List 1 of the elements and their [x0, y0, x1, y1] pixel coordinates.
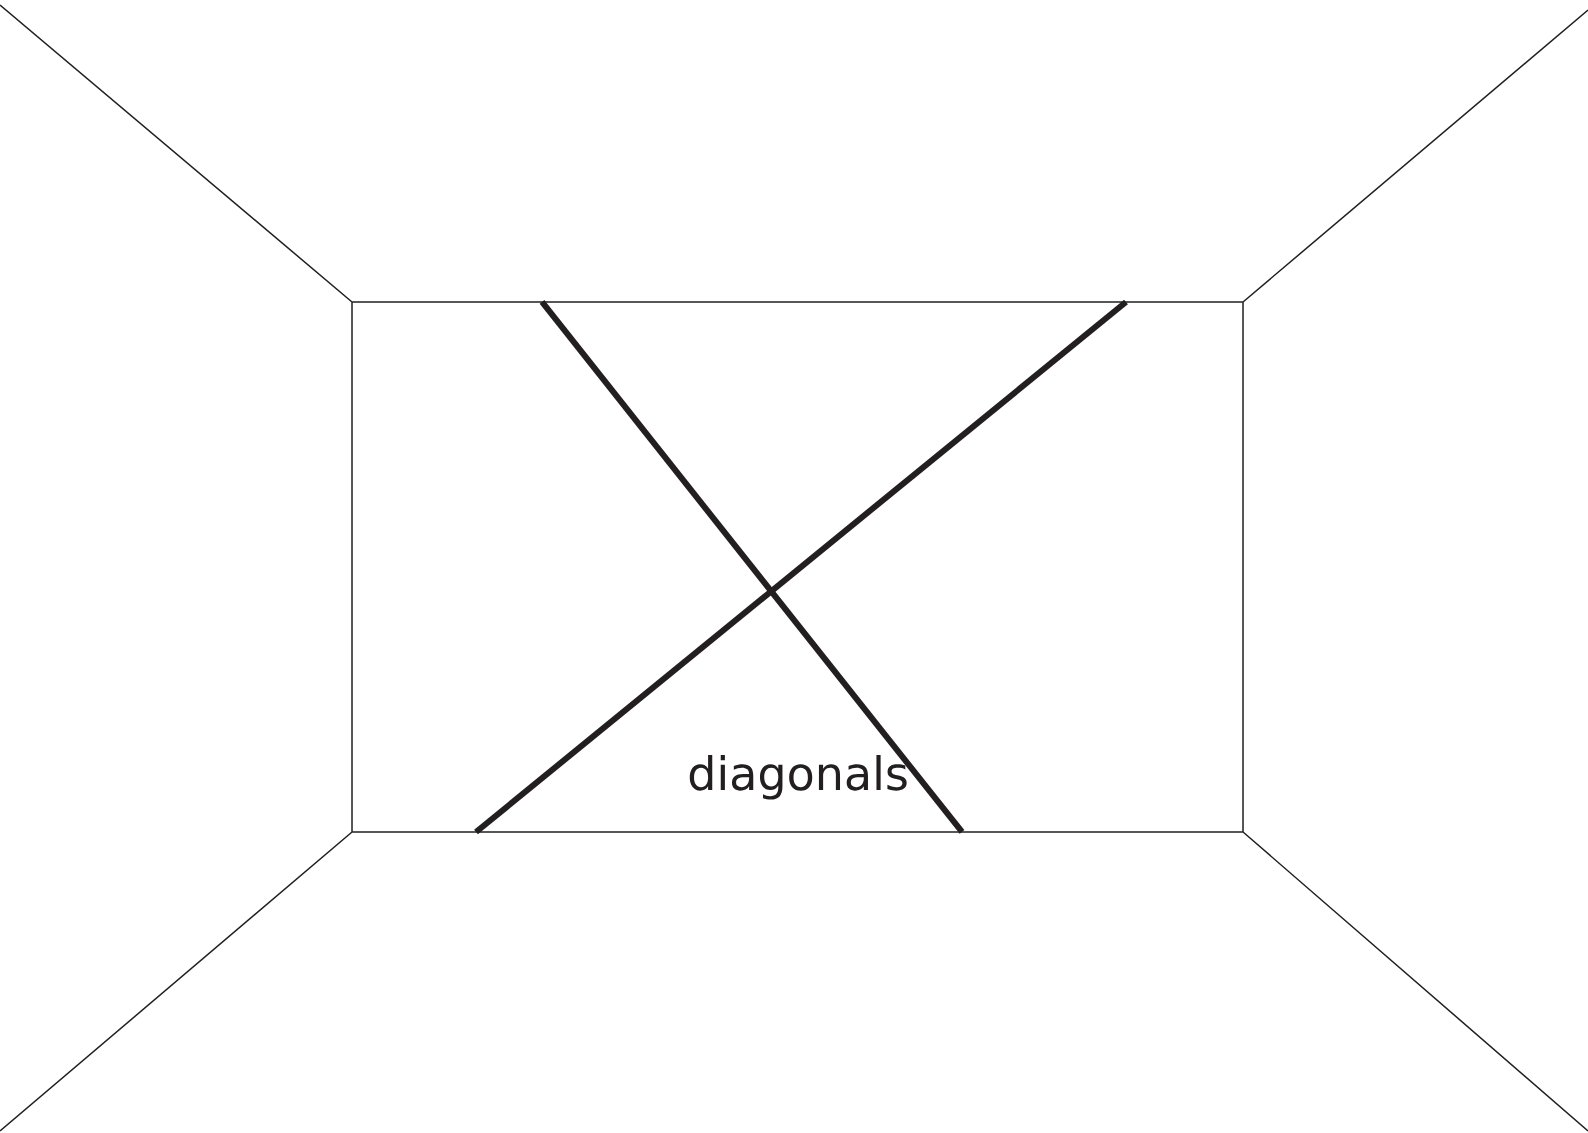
text-label: diagonals: [689, 755, 907, 800]
